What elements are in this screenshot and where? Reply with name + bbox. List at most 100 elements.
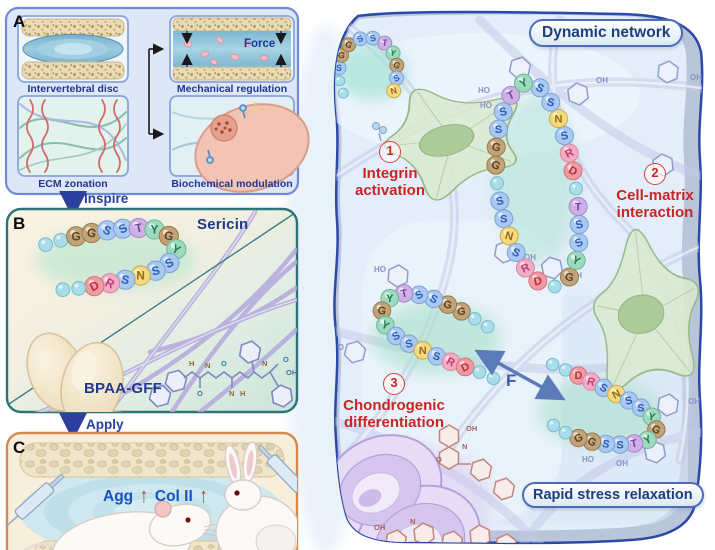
force-double-arrow — [474, 349, 566, 401]
svg-text:S: S — [574, 218, 584, 231]
svg-text:G: G — [442, 299, 453, 313]
svg-text:Y: Y — [150, 223, 158, 237]
svg-text:G: G — [85, 225, 97, 241]
biochemical-modulation-image — [169, 95, 310, 193]
svg-text:OH: OH — [596, 76, 608, 85]
svg-text:N: N — [229, 389, 234, 398]
svg-text:OH: OH — [466, 424, 477, 433]
svg-text:OH: OH — [616, 459, 628, 468]
svg-text:OH: OH — [374, 523, 385, 532]
svg-text:S: S — [598, 381, 610, 395]
svg-text:D: D — [533, 275, 544, 289]
svg-text:G: G — [564, 271, 575, 285]
svg-text:G: G — [392, 59, 403, 71]
svg-text:S: S — [355, 33, 365, 45]
svg-text:G: G — [490, 141, 501, 155]
intervertebral-disc-image — [17, 15, 129, 83]
bpaa-gff-atoms: H N O O N H N O OH — [189, 355, 297, 398]
svg-text:N: N — [136, 269, 145, 283]
svg-text:S: S — [336, 63, 342, 73]
bpaa-molecule-1 — [438, 424, 517, 503]
panel-a-connector-arrows — [148, 43, 165, 140]
svg-text:Y: Y — [647, 411, 657, 424]
svg-text:OH: OH — [690, 73, 702, 82]
svg-text:N: N — [554, 113, 562, 125]
svg-text:OH: OH — [286, 368, 297, 377]
fibroblast-cell-2 — [593, 228, 699, 392]
svg-text:S: S — [432, 350, 442, 363]
peptide-bead — [334, 75, 346, 87]
svg-text:HO: HO — [478, 86, 490, 95]
svg-text:G: G — [337, 50, 346, 61]
svg-text:S: S — [624, 394, 634, 407]
svg-text:N: N — [462, 442, 467, 451]
syringe-left — [7, 473, 65, 532]
peptide-bead — [490, 176, 505, 191]
peptide-bead — [71, 280, 87, 296]
svg-text:Y: Y — [389, 47, 397, 58]
svg-text:T: T — [505, 89, 517, 103]
svg-text:S: S — [150, 263, 161, 278]
svg-text:G: G — [71, 229, 80, 243]
svg-text:O: O — [436, 455, 442, 464]
svg-text:S: S — [390, 330, 402, 344]
peptide-bead — [558, 425, 573, 440]
svg-text:S: S — [495, 195, 505, 208]
peptide-bead — [38, 237, 53, 253]
svg-text:G: G — [163, 228, 175, 244]
panel-a — [4, 6, 310, 196]
svg-text:S: S — [560, 130, 570, 143]
peptide-bead — [53, 232, 69, 248]
svg-text:D: D — [574, 370, 582, 382]
peptide-bead — [486, 371, 501, 386]
svg-text:T: T — [575, 201, 582, 213]
svg-text:OH: OH — [688, 397, 700, 406]
syringe-right — [257, 444, 297, 494]
svg-text:T: T — [382, 38, 388, 48]
svg-text:O: O — [197, 389, 203, 398]
svg-text:S: S — [120, 272, 131, 287]
svg-text:N: N — [419, 345, 427, 357]
peptide-bead — [472, 365, 487, 379]
svg-text:Y: Y — [386, 293, 394, 305]
bpaa-molecule-1-atoms: N O OH — [436, 424, 477, 464]
svg-text:HO: HO — [480, 101, 492, 110]
svg-text:S: S — [616, 439, 623, 451]
mechanical-regulation-image — [169, 15, 295, 83]
svg-text:S: S — [392, 72, 402, 84]
svg-text:N: N — [262, 359, 267, 368]
svg-text:N: N — [410, 517, 415, 526]
svg-text:S: S — [500, 213, 508, 225]
panel-c — [5, 431, 299, 550]
svg-text:G: G — [457, 306, 466, 318]
svg-text:S: S — [498, 106, 508, 119]
vertebra-top — [19, 442, 285, 478]
svg-text:S: S — [601, 438, 611, 451]
svg-text:N: N — [390, 85, 398, 96]
svg-text:N: N — [205, 361, 210, 370]
rabbit-illustration — [215, 441, 297, 550]
peptide-bead — [480, 319, 495, 334]
svg-text:HO: HO — [374, 265, 386, 274]
ecm-zonation-image — [17, 95, 129, 177]
svg-text:S: S — [495, 124, 503, 136]
svg-text:O: O — [221, 359, 227, 368]
svg-text:T: T — [400, 287, 410, 300]
svg-text:S: S — [404, 338, 414, 351]
svg-text:S: S — [427, 293, 439, 307]
svg-text:T: T — [630, 437, 640, 450]
svg-text:S: S — [637, 402, 644, 414]
peptide-bead — [546, 418, 561, 433]
fibroblast-cell-1 — [384, 88, 518, 201]
bpaa-gff-structure — [147, 338, 294, 410]
svg-text:G: G — [376, 305, 387, 319]
svg-text:G: G — [344, 39, 355, 51]
